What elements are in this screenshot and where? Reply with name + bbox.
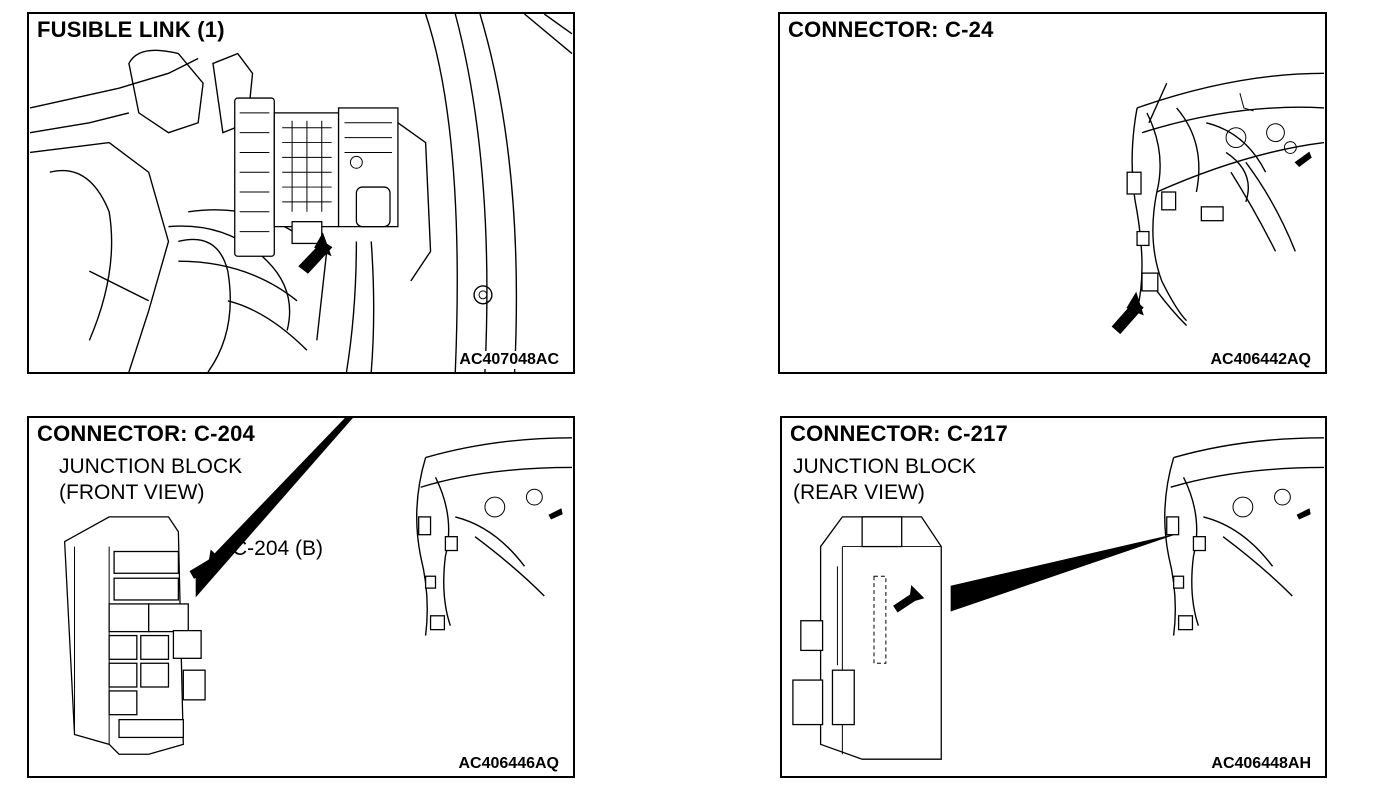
junction-block-rear-illustration	[792, 437, 1324, 760]
panel-title: FUSIBLE LINK (1)	[37, 17, 229, 43]
junction-block-front-illustration	[63, 418, 572, 755]
panel-title: CONNECTOR: C-24	[788, 17, 998, 43]
connector-c24-panel: CONNECTOR: C-24 AC406442AQ	[778, 12, 1327, 374]
panel-title: CONNECTOR: C-204	[37, 421, 259, 447]
connector-c204-panel: CONNECTOR: C-204 JUNCTION BLOCK (FRONT V…	[27, 416, 575, 778]
subtitle-line: (FRONT VIEW)	[59, 481, 205, 504]
panel-subtitle: JUNCTION BLOCK (FRONT VIEW)	[59, 454, 242, 506]
figure-code: AC407048AC	[457, 351, 561, 369]
figure-code: AC406448AH	[1209, 755, 1313, 773]
subtitle-line: (REAR VIEW)	[793, 481, 925, 504]
figure-code: AC406446AQ	[456, 755, 561, 773]
connector-callout: C-204 (B)	[232, 537, 324, 560]
figure-code: AC406442AQ	[1208, 351, 1313, 369]
engine-compartment-illustration	[29, 14, 573, 372]
panel-subtitle: JUNCTION BLOCK (REAR VIEW)	[793, 454, 976, 506]
subtitle-line: JUNCTION BLOCK	[59, 455, 243, 478]
dashboard-harness-illustration	[1111, 72, 1325, 335]
subtitle-line: JUNCTION BLOCK	[793, 455, 977, 478]
panel-title: CONNECTOR: C-217	[790, 421, 1012, 447]
connector-c217-panel: CONNECTOR: C-217 JUNCTION BLOCK (REAR VI…	[780, 416, 1327, 778]
fusible-link-panel: FUSIBLE LINK (1) AC407048AC	[27, 12, 575, 374]
